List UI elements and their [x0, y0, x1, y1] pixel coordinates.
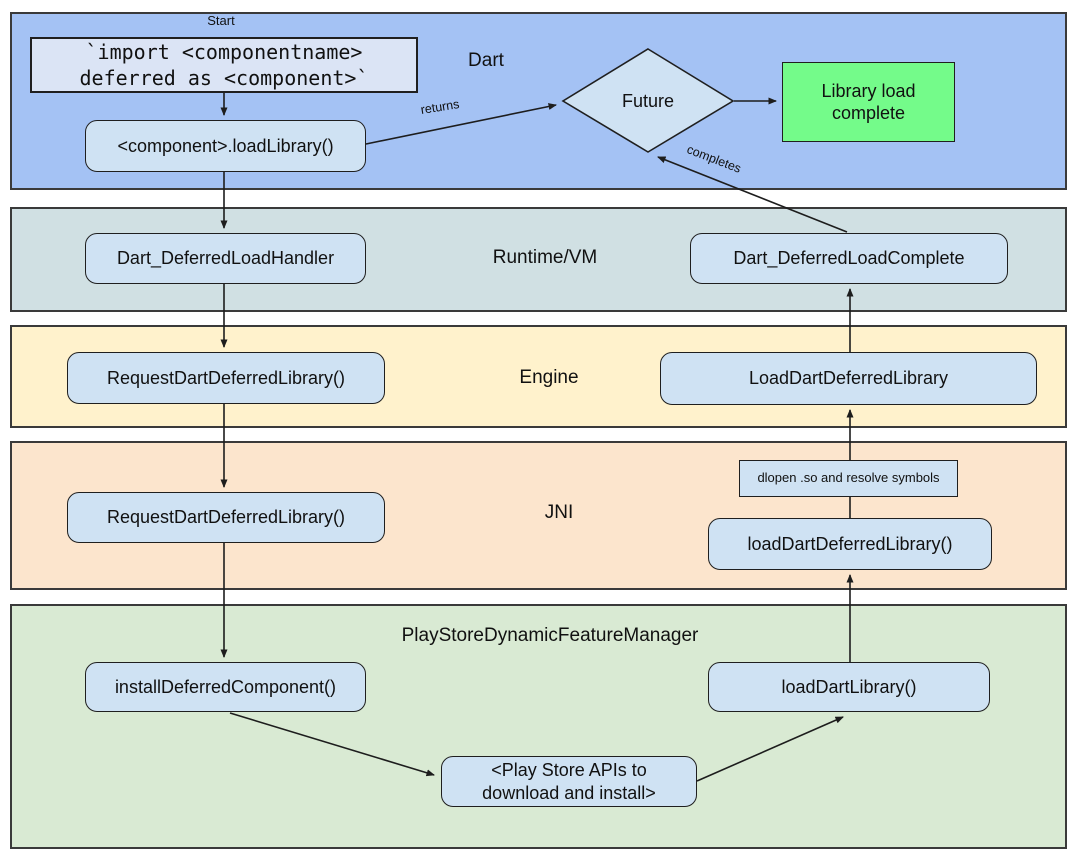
node-request-dart-deferred-library: RequestDartDeferredLibrary() [67, 352, 385, 404]
node-dart-deferred-load-handler: Dart_DeferredLoadHandler [85, 233, 366, 284]
node-install-deferred-component: installDeferredComponent() [85, 662, 366, 712]
node-import-statement: `import <componentname> deferred as <com… [30, 37, 418, 93]
band-label-runtime-vm: Runtime/VM [492, 247, 598, 268]
band-label-jni: JNI [544, 502, 574, 523]
node-future-diamond: Future [621, 91, 675, 111]
node-play-store-apis: <Play Store APIs to download and install… [441, 756, 697, 807]
band-label-engine: Engine [519, 367, 579, 388]
node-load-library: <component>.loadLibrary() [85, 120, 366, 172]
node-dlopen-note: dlopen .so and resolve symbols [739, 460, 958, 497]
node-load-dart-deferred-library: LoadDartDeferredLibrary [660, 352, 1037, 405]
node-load-dart-library: loadDartLibrary() [708, 662, 990, 712]
node-request-dart-deferred-library-jni: loadDartDeferredLibrary() [708, 518, 992, 570]
node-request-dart-deferred-library-lower: RequestDartDeferredLibrary() [67, 492, 385, 543]
node-library-load-complete: Library load complete [782, 62, 955, 142]
band-label-play-store: PlayStoreDynamicFeatureManager [401, 625, 699, 646]
node-dart-deferred-load-complete: Dart_DeferredLoadComplete [690, 233, 1008, 284]
band-label-dart: Dart [468, 50, 504, 71]
layer-band-play-store [10, 604, 1067, 849]
start-label: Start [207, 13, 235, 28]
